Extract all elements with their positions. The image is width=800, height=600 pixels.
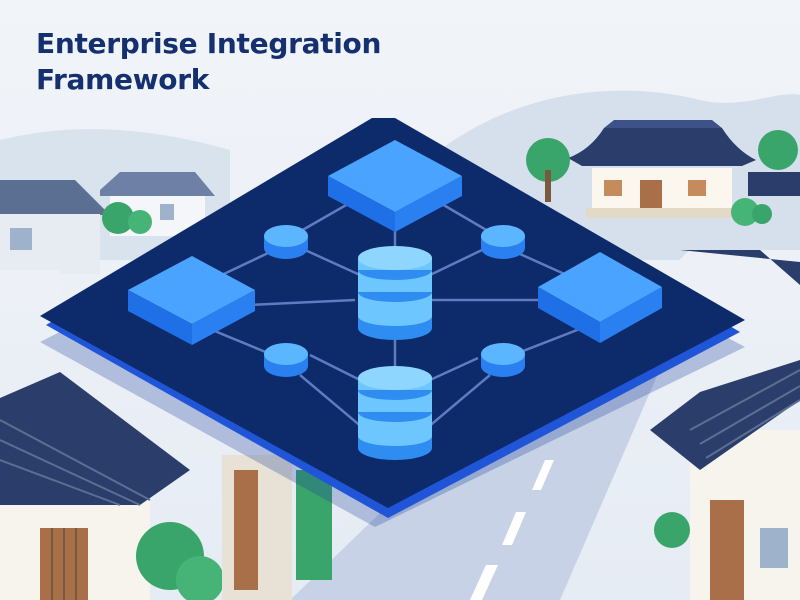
lane-markings [470, 460, 554, 600]
left-block [128, 256, 255, 345]
database-lower [358, 366, 432, 460]
wall-right [748, 172, 800, 196]
house-right-front [650, 360, 800, 600]
house-left-front [0, 372, 224, 600]
tree-left [102, 202, 152, 234]
gate-center [222, 455, 332, 600]
right-block [538, 252, 662, 343]
node-upper-right [481, 225, 525, 259]
database-upper [358, 246, 432, 340]
hanok-right [568, 120, 756, 218]
node-lower-right [481, 343, 525, 377]
title-line-1: Enterprise Integration [36, 27, 382, 60]
top-block [328, 140, 462, 232]
wall-left [0, 270, 60, 310]
house-left-back [0, 172, 215, 274]
title-line-2: Framework [36, 63, 210, 96]
node-lower-left [264, 343, 308, 377]
page-title: Enterprise Integration Framework [36, 26, 381, 98]
node-upper-left [264, 225, 308, 259]
trees-right [526, 130, 798, 226]
